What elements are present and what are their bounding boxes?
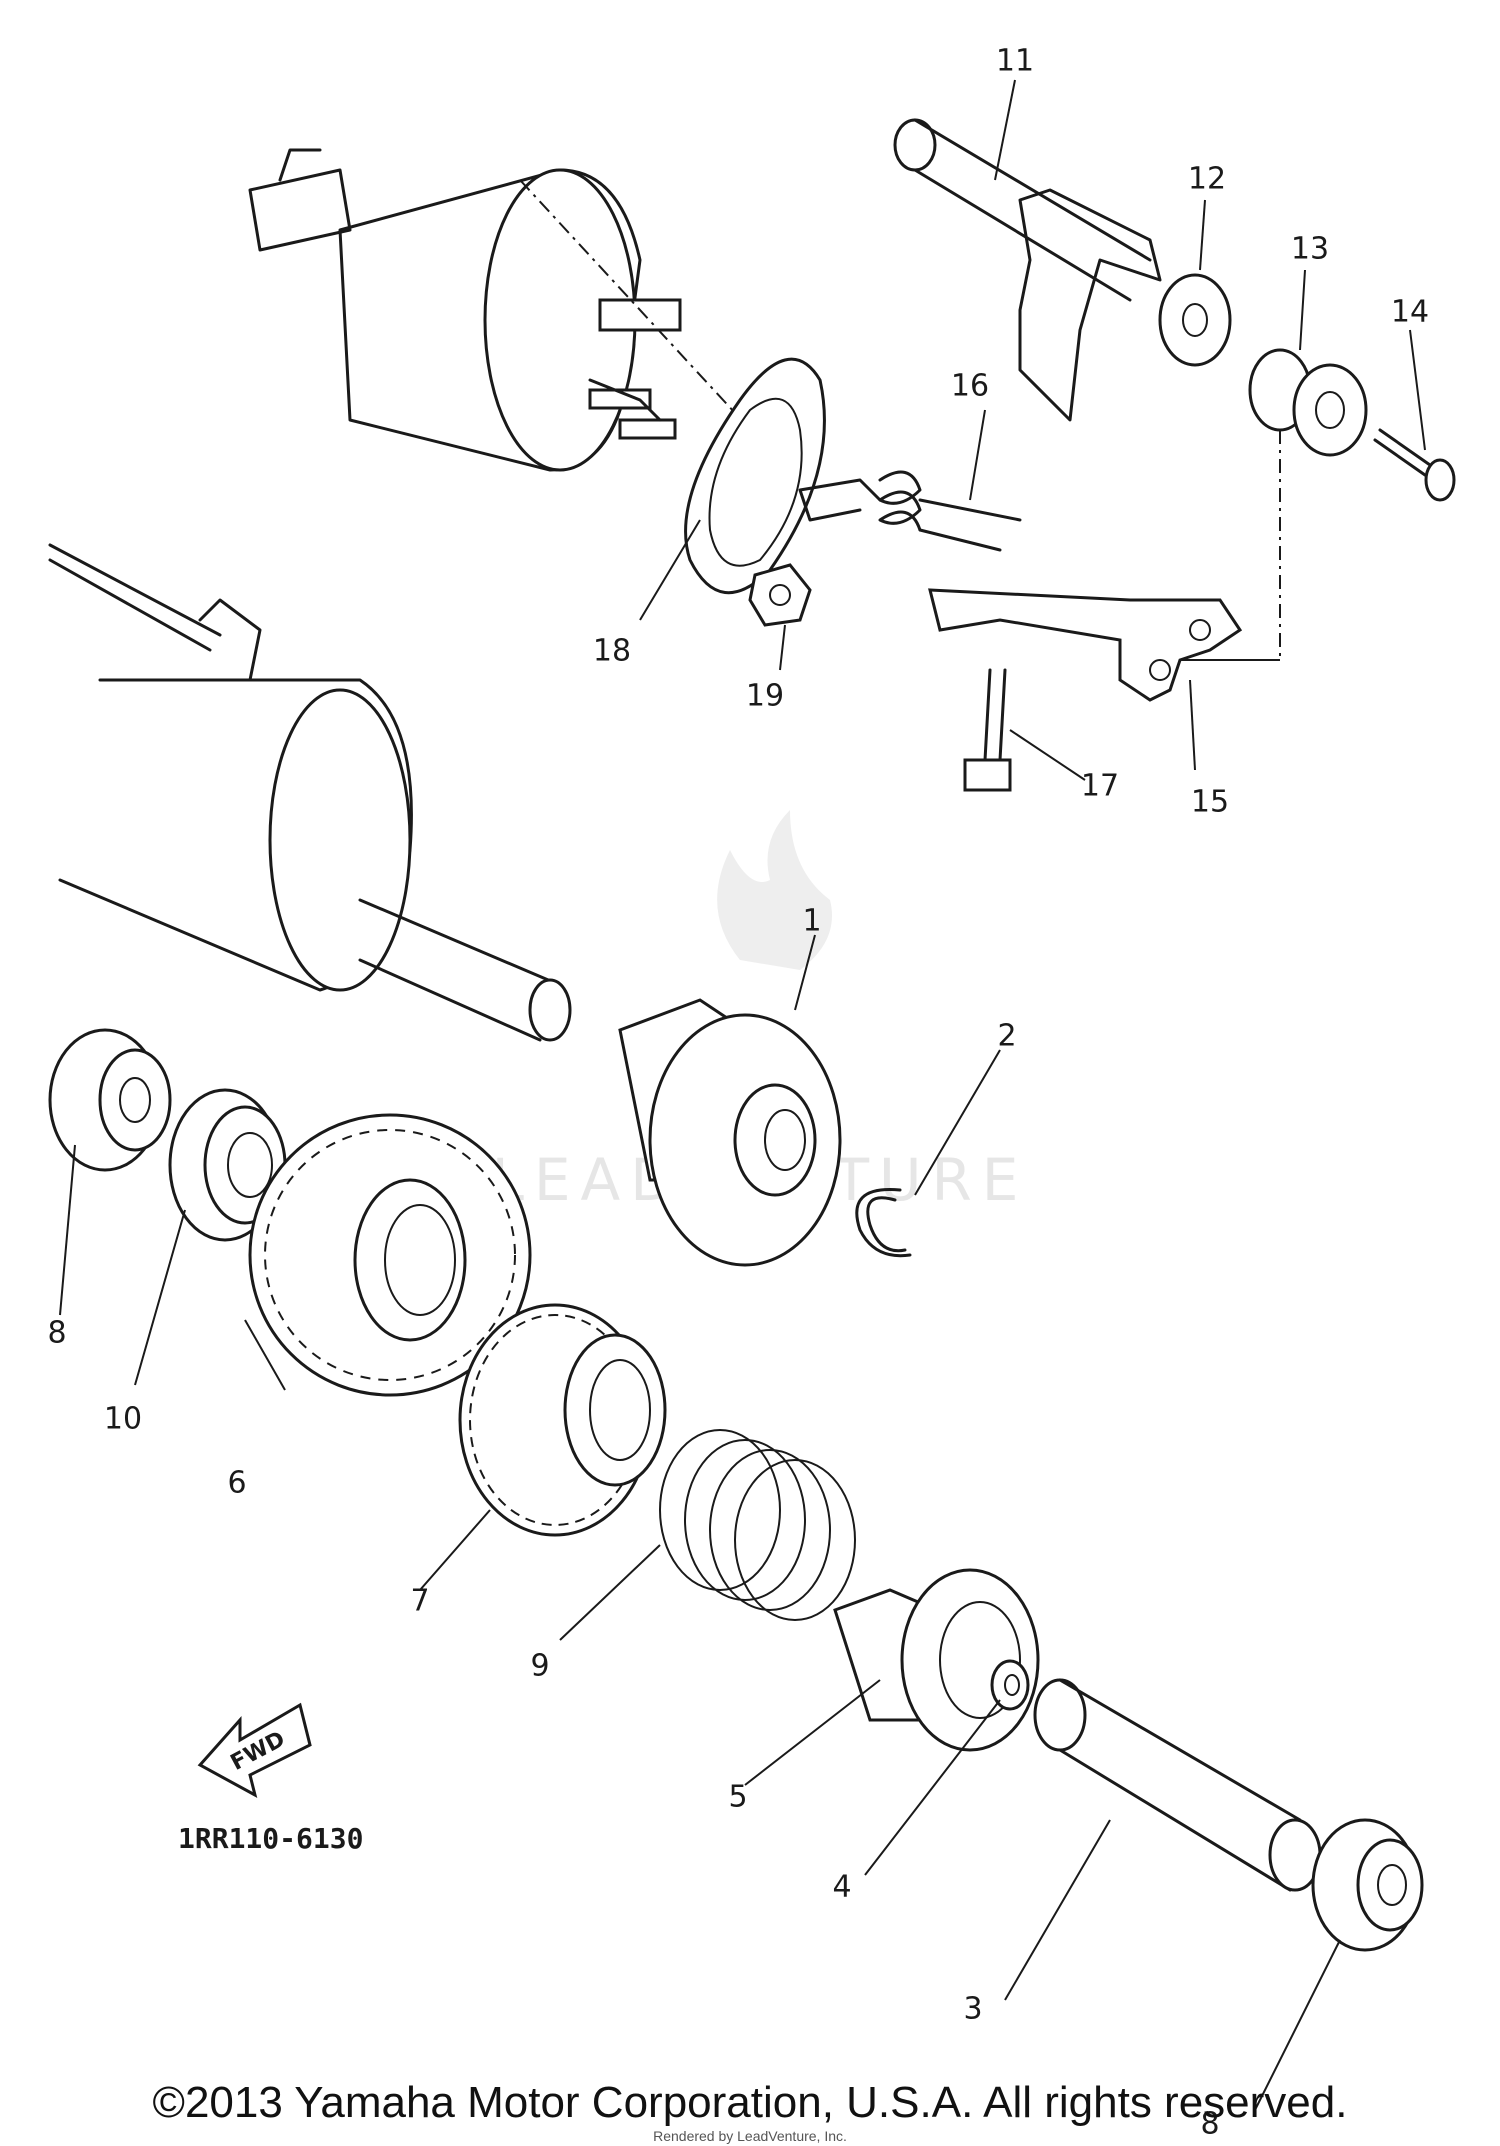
collar	[1248, 348, 1368, 457]
callout-7: 7	[410, 1584, 429, 1619]
washer	[1158, 273, 1232, 367]
shift-lever	[928, 430, 1281, 702]
nut	[748, 563, 812, 627]
solenoid-gasket	[684, 357, 826, 595]
rendered-by-notice: Rendered by LeadVenture, Inc.	[653, 2128, 847, 2144]
callout-16: 16	[951, 369, 989, 404]
callout-10: 10	[104, 1402, 142, 1437]
callout-9: 9	[530, 1649, 549, 1684]
starter-motor	[48, 543, 572, 1042]
callout-18: 18	[593, 634, 631, 669]
bearing-right	[1311, 1818, 1424, 1952]
pivot-bolt	[963, 668, 1012, 792]
callout-19: 19	[746, 679, 784, 714]
callout-5: 5	[728, 1780, 747, 1815]
idle-shaft	[1033, 1678, 1322, 1892]
callout-17: 17	[1081, 769, 1119, 804]
callout-8: 8	[47, 1316, 66, 1351]
callout-15: 15	[1191, 785, 1229, 820]
fwd-arrow-icon: FWD	[197, 1702, 312, 1798]
idle-gear-large	[248, 1113, 532, 1397]
callout-2: 2	[997, 1019, 1016, 1054]
shift-shaft	[893, 118, 1162, 422]
lever-spring	[798, 470, 1022, 552]
callout-1: 1	[802, 904, 821, 939]
callout-12: 12	[1188, 162, 1226, 197]
callout-14: 14	[1391, 295, 1429, 330]
callout-8-right: 8	[1200, 2107, 1219, 2142]
callout-13: 13	[1291, 232, 1329, 267]
bearing-left	[48, 1028, 172, 1172]
leader-lines	[59, 79, 1426, 2111]
screw	[1373, 428, 1456, 502]
callout-4: 4	[832, 1870, 851, 1905]
callout-11: 11	[996, 44, 1034, 79]
callout-3: 3	[963, 1992, 982, 2027]
starter-solenoid	[248, 148, 761, 472]
callout-6: 6	[227, 1466, 246, 1501]
idle-gear-small	[458, 1303, 667, 1537]
thrust-washer	[990, 1659, 1030, 1711]
circlip	[855, 1188, 912, 1258]
copyright-notice: ©2013 Yamaha Motor Corporation, U.S.A. A…	[152, 2078, 1348, 2127]
part-code: 1RR110-6130	[178, 1822, 363, 1855]
starter-clutch	[618, 998, 842, 1267]
callouts: 1 2 3 4 5 6 7 8 9 10 11 12 13 14 15 16 1…	[47, 44, 1429, 2142]
compression-spring	[659, 1429, 856, 1621]
